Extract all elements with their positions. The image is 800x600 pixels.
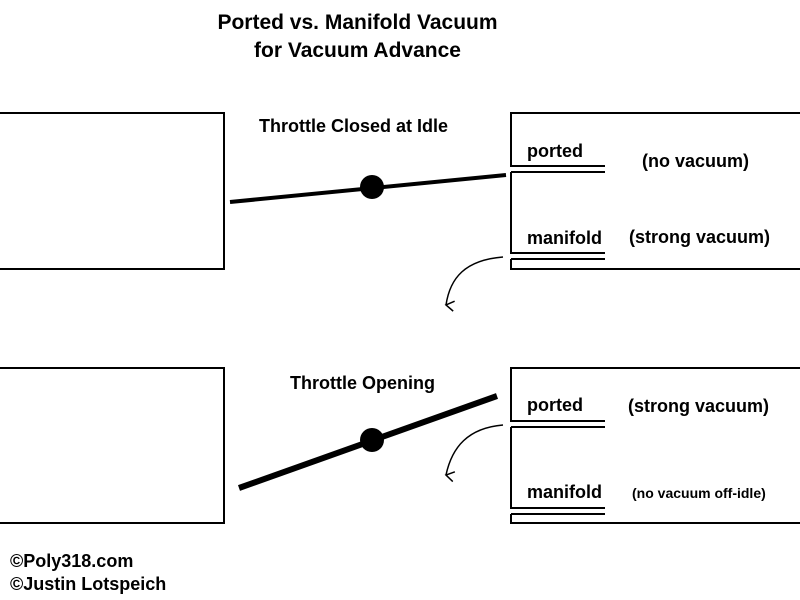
bottom-panel bbox=[0, 367, 800, 524]
bottom-manifold-state: (no vacuum off-idle) bbox=[632, 485, 766, 501]
credit-website: ©Poly318.com bbox=[10, 551, 134, 571]
diagram-title-line-2: for Vacuum Advance bbox=[254, 39, 461, 62]
top-right-throttle-body-middle bbox=[510, 172, 605, 254]
bottom-right-throttle-body-middle bbox=[510, 427, 605, 509]
bottom-throttle-shaft bbox=[360, 428, 384, 452]
top-ported-label: ported bbox=[527, 141, 583, 161]
top-left-throttle-body bbox=[0, 112, 225, 270]
top-panel-caption: Throttle Closed at Idle bbox=[259, 116, 449, 136]
top-panel bbox=[0, 112, 800, 312]
transition-arrow-icon bbox=[444, 256, 504, 312]
top-manifold-label: manifold bbox=[527, 228, 602, 248]
bottom-right-throttle-body-upper bbox=[510, 367, 800, 422]
top-ported-state: (no vacuum) bbox=[642, 151, 750, 171]
diagram-title-line-1: Ported vs. Manifold Vacuum bbox=[217, 11, 498, 34]
airflow-arrow-icon bbox=[444, 424, 504, 483]
top-manifold-state: (strong vacuum) bbox=[629, 227, 771, 247]
credit-author: ©Justin Lotspeich bbox=[10, 574, 167, 594]
bottom-panel-caption: Throttle Opening bbox=[290, 373, 435, 393]
top-right-throttle-body-lower bbox=[510, 259, 800, 270]
top-right-throttle-body-upper bbox=[510, 112, 800, 167]
bottom-ported-state: (strong vacuum) bbox=[628, 396, 770, 416]
bottom-right-throttle-body-lower bbox=[510, 514, 800, 524]
bottom-ported-label: ported bbox=[527, 395, 583, 415]
top-throttle-shaft bbox=[360, 175, 384, 199]
bottom-manifold-label: manifold bbox=[527, 482, 602, 502]
bottom-left-throttle-body bbox=[0, 367, 225, 524]
